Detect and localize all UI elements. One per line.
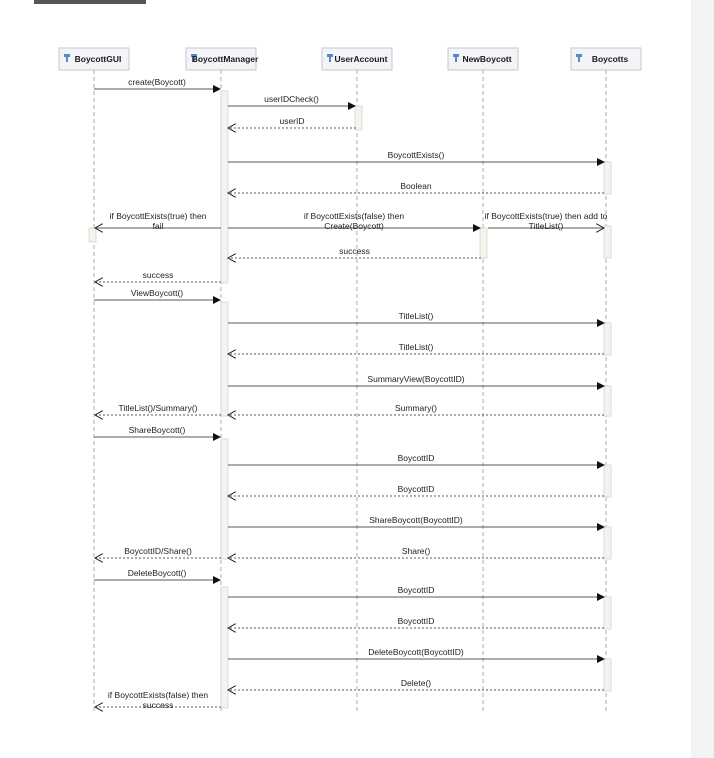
participant-label: BoycottGUI bbox=[75, 54, 122, 64]
message-label: BoycottID bbox=[398, 453, 435, 463]
message-label: userID bbox=[279, 116, 304, 126]
message-arrow: Boolean bbox=[228, 181, 604, 193]
activation-boycotts-1 bbox=[603, 161, 612, 195]
activation-useraccount bbox=[354, 105, 363, 131]
message-label: DeleteBoycott(BoycottID) bbox=[368, 647, 464, 657]
message-label: DeleteBoycott() bbox=[128, 568, 187, 578]
pin-icon bbox=[64, 54, 70, 62]
message-arrow: Delete() bbox=[228, 678, 604, 690]
message-arrow: ShareBoycott(BoycottID) bbox=[228, 515, 605, 531]
pin-icon bbox=[453, 54, 459, 62]
sequence-diagram: BoycottGUI BoycottManager UserAccount NewBo… bbox=[34, 0, 642, 712]
message-label: Delete() bbox=[401, 678, 431, 688]
message-label: Summary() bbox=[395, 403, 437, 413]
activation-boycotts-4 bbox=[603, 385, 612, 417]
participant-label: BoycottManager bbox=[192, 54, 259, 64]
message-arrow: TitleList()/Summary() bbox=[95, 403, 221, 415]
message-label: ShareBoycott() bbox=[129, 425, 186, 435]
message-label: ShareBoycott(BoycottID) bbox=[369, 515, 463, 525]
participant-box bbox=[447, 47, 519, 71]
message-label: Share() bbox=[402, 546, 431, 556]
message-label: SummaryView(BoycottID) bbox=[367, 374, 464, 384]
activation-boycotts-3 bbox=[603, 322, 612, 356]
message-arrow: DeleteBoycott() bbox=[94, 568, 221, 584]
participant-label: Boycotts bbox=[592, 54, 629, 64]
message-label: BoycottID bbox=[398, 585, 435, 595]
message-arrow: success bbox=[228, 246, 481, 258]
message-label: success bbox=[339, 246, 370, 256]
activation-manager-3 bbox=[220, 438, 229, 560]
activation-boycotts-7 bbox=[603, 596, 612, 630]
message-label: userIDCheck() bbox=[264, 94, 319, 104]
message-arrow: ViewBoycott() bbox=[94, 288, 221, 304]
activation-manager-4 bbox=[220, 586, 229, 709]
participant-mgr: BoycottManager bbox=[185, 47, 259, 71]
activation-bars bbox=[88, 90, 612, 709]
message-label: TitleList()/Summary() bbox=[118, 403, 197, 413]
message-arrow: BoycottID bbox=[228, 453, 605, 469]
message-label: create(Boycott) bbox=[128, 77, 186, 87]
message-arrow: TitleList() bbox=[228, 342, 604, 354]
participant-gui: BoycottGUI bbox=[58, 47, 130, 71]
message-arrow: BoycottID bbox=[228, 484, 604, 496]
participant-boys: Boycotts bbox=[570, 47, 642, 71]
message-label: TitleList() bbox=[399, 311, 434, 321]
message-arrow: userIDCheck() bbox=[228, 94, 356, 110]
message-label: Boolean bbox=[400, 181, 431, 191]
message-arrow: SummaryView(BoycottID) bbox=[228, 374, 605, 390]
participant-label: UserAccount bbox=[335, 54, 388, 64]
message-label: BoycottExists() bbox=[388, 150, 445, 160]
message-arrow: BoycottID bbox=[228, 585, 605, 601]
participant-heads: BoycottGUI BoycottManager UserAccount NewBo… bbox=[58, 47, 642, 71]
pin-icon bbox=[327, 54, 333, 62]
messages: create(Boycott) userIDCheck() userID Boycot… bbox=[94, 77, 608, 710]
message-arrow: success bbox=[95, 270, 221, 282]
message-arrow: ShareBoycott() bbox=[94, 425, 221, 441]
message-label: TitleList() bbox=[399, 342, 434, 352]
activation-manager-2 bbox=[220, 301, 229, 417]
activation-boycotts-8 bbox=[603, 658, 612, 692]
activation-gui bbox=[88, 227, 97, 243]
pin-icon bbox=[191, 54, 197, 62]
participant-acct: UserAccount bbox=[321, 47, 393, 71]
participant-box bbox=[321, 47, 393, 71]
participant-label: NewBoycott bbox=[462, 54, 511, 64]
participant-newb: NewBoycott bbox=[447, 47, 519, 71]
message-arrow: userID bbox=[228, 116, 356, 128]
activation-boycotts-5 bbox=[603, 464, 612, 498]
message-label: BoycottID bbox=[398, 484, 435, 494]
activation-boycotts-2 bbox=[603, 225, 612, 259]
message-arrow: TitleList() bbox=[228, 311, 605, 327]
participant-box bbox=[58, 47, 130, 71]
message-label: BoycottID/Share() bbox=[124, 546, 192, 556]
message-label: success bbox=[143, 270, 174, 280]
message-arrow: BoycottExists() bbox=[228, 150, 605, 166]
message-arrow: Share() bbox=[228, 546, 604, 558]
lifelines bbox=[93, 70, 607, 712]
participant-box bbox=[185, 47, 257, 71]
message-label: BoycottID bbox=[398, 616, 435, 626]
message-arrow: Summary() bbox=[228, 403, 604, 415]
right-scrollbar-gutter bbox=[691, 0, 714, 758]
message-arrow: create(Boycott) bbox=[94, 77, 221, 93]
message-arrow: BoycottID bbox=[228, 616, 604, 628]
activation-boycotts-6 bbox=[603, 526, 612, 560]
activation-manager-1 bbox=[220, 90, 229, 284]
activation-newboycott bbox=[479, 227, 488, 259]
participant-box bbox=[570, 47, 642, 71]
cropped-heading-fragment bbox=[34, 0, 146, 4]
message-label: ViewBoycott() bbox=[131, 288, 183, 298]
message-arrow: DeleteBoycott(BoycottID) bbox=[228, 647, 605, 663]
pin-icon bbox=[576, 54, 582, 62]
message-arrow: BoycottID/Share() bbox=[95, 546, 221, 558]
